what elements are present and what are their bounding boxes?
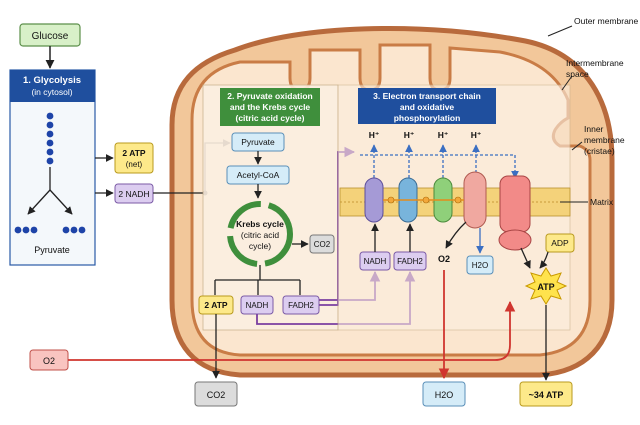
inner-membrane-label-3: (cristae) xyxy=(584,146,615,156)
complex-i xyxy=(364,177,384,223)
final-atp-label: ~34 ATP xyxy=(529,390,564,400)
final-co2-box xyxy=(194,381,238,407)
krebs-cycle-line1: Krebs cycle xyxy=(236,219,284,229)
atp-net-label: 2 ATP xyxy=(122,148,145,158)
glycolysis-title: 1. Glycolysis xyxy=(23,75,81,86)
glycolysis-header xyxy=(10,70,95,102)
etc-header-line1: 3. Electron transport chain xyxy=(373,91,481,101)
complex-iv-curve xyxy=(445,221,467,249)
krebs-cycle-line3: cycle) xyxy=(249,241,271,251)
glycolysis-split-left xyxy=(27,189,51,215)
adp-box xyxy=(545,233,575,253)
outer-membrane-leader xyxy=(547,25,573,37)
co2-krebs-label: CO2 xyxy=(314,240,331,249)
krebs-header-line1: 2. Pyruvate oxidation xyxy=(227,91,313,101)
atp-burst-label: ATP xyxy=(537,282,554,292)
glycolysis-product: Pyruvate xyxy=(34,245,70,255)
nadh-glycolysis-label: 2 NADH xyxy=(118,189,149,199)
pyruvate-molecules xyxy=(14,226,86,234)
krebs-header xyxy=(220,88,320,126)
krebs-fadh2-label: FADH2 xyxy=(288,301,314,310)
h-plus-3: H⁺ xyxy=(438,130,449,140)
h-plus-2: H⁺ xyxy=(404,130,415,140)
inner-membrane-label-1: Inner xyxy=(584,124,604,134)
etc-header-line3: phosphorylation xyxy=(394,113,461,123)
final-h2o-label: H2O xyxy=(435,390,454,400)
etc-header-line2: and oxidative xyxy=(400,102,455,112)
krebs-atp-label: 2 ATP xyxy=(204,300,227,310)
etc-h2o-label: H2O xyxy=(472,261,488,270)
synthase-to-atp-arrow xyxy=(520,247,531,269)
pyruvate-label: Pyruvate xyxy=(241,137,275,147)
adp-label: ADP xyxy=(551,238,569,248)
outer-membrane-label: Outer membrane xyxy=(574,16,639,26)
intermembrane-label-2: space xyxy=(566,69,589,79)
matrix-label: Matrix xyxy=(590,197,614,207)
etc-nadh-label: NADH xyxy=(364,257,387,266)
glucose-chain xyxy=(46,112,54,165)
cycle-products-bracket xyxy=(214,265,301,295)
intermembrane-label-1: Intermembrane xyxy=(566,58,624,68)
inner-membrane-leader xyxy=(571,141,583,151)
final-atp-box xyxy=(519,381,573,407)
o2-input-label: O2 xyxy=(43,356,55,366)
glycolysis-split-right xyxy=(49,189,73,215)
krebs-header-line2: and the Krebs cycle xyxy=(230,102,311,112)
acetyl-coa-label: Acetyl-CoA xyxy=(237,170,280,180)
intermembrane-leader xyxy=(561,75,573,91)
krebs-nadh-label: NADH xyxy=(246,301,269,310)
h-plus-1: H⁺ xyxy=(369,130,380,140)
krebs-cycle-ring xyxy=(227,201,293,267)
atp-net-sub: (net) xyxy=(126,160,143,169)
final-h2o-box xyxy=(422,381,466,407)
o2-delivery-arrow xyxy=(68,300,516,361)
proton-pump-arrows xyxy=(360,144,519,179)
h-plus-4: H⁺ xyxy=(471,130,482,140)
adp-to-atp-arrow xyxy=(539,251,549,269)
krebs-header-line3: (citric acid cycle) xyxy=(236,113,305,123)
atp-net-box xyxy=(114,142,154,174)
electron-carriers xyxy=(387,196,462,204)
atp-burst xyxy=(524,267,568,305)
inner-membrane-label-2: membrane xyxy=(584,135,625,145)
etc-h2o-box xyxy=(466,255,494,275)
final-co2-label: CO2 xyxy=(207,390,226,400)
etc-fadh2-label: FADH2 xyxy=(397,257,423,266)
etc-o2-label: O2 xyxy=(438,254,450,264)
krebs-cycle-line2: (citric acid xyxy=(241,230,280,240)
etc-header xyxy=(358,88,496,124)
glycolysis-subtitle: (in cytosol) xyxy=(31,87,72,97)
atp-synthase xyxy=(498,175,532,251)
glucose-label: Glucose xyxy=(32,31,69,42)
complex-iv xyxy=(463,171,487,229)
co2-krebs-box xyxy=(309,234,335,254)
